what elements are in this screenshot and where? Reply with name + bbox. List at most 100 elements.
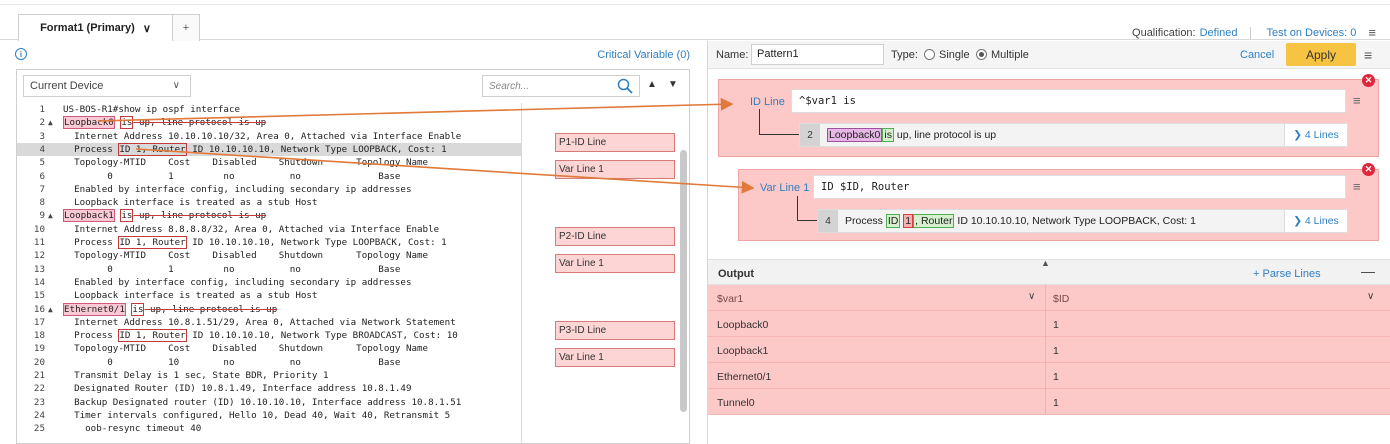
add-tab-button[interactable]: +	[173, 14, 200, 41]
line-text: Process ID 1, Router ID 10.10.10.10, Net…	[63, 142, 447, 156]
code-line: 21 Transmit Delay is 1 sec, State BDR, P…	[17, 369, 521, 382]
qualification-link[interactable]: Defined	[1199, 26, 1238, 39]
match-rest: up, line protocol is up	[893, 129, 997, 141]
line-number: 13	[33, 263, 45, 275]
pattern-name-input[interactable]: Pattern1	[751, 44, 884, 65]
line-number: 21	[33, 370, 45, 381]
highlight-literal: is	[120, 209, 134, 223]
line-text: Process ID 1, Router ID 10.10.10.10, Net…	[63, 236, 447, 249]
cell-id: 1	[1053, 345, 1059, 357]
cell-id: 1	[1053, 319, 1059, 331]
previous-match-icon[interactable]: ▲	[647, 79, 657, 90]
line-number: 1	[39, 104, 45, 115]
line-number: 19	[33, 343, 45, 355]
more-lines-label: 4 Lines	[1304, 129, 1339, 141]
line-number: 3	[39, 130, 45, 142]
var-line-expression-input[interactable]: ID $ID, Router	[813, 175, 1346, 199]
more-lines-button[interactable]: ❯ 4 Lines	[1284, 210, 1347, 232]
table-row[interactable]: Tunnel0 1	[708, 389, 1390, 415]
annotation-tag[interactable]: P1-ID Line	[555, 133, 675, 152]
code-line: 9▲Loopback1 is up, line protocol is up	[17, 209, 521, 223]
line-number: 25	[33, 423, 45, 435]
highlight-literal: is	[120, 116, 134, 130]
output-title: Output	[718, 268, 755, 280]
column-header-var1[interactable]: $var1	[717, 293, 744, 305]
more-lines-button[interactable]: ❯ 4 Lines	[1284, 124, 1347, 146]
annotation-tag[interactable]: Var Line 1	[555, 254, 675, 273]
cell-id: 1	[1053, 397, 1059, 409]
tab-format1-primary[interactable]: Format1 (Primary) ∨	[18, 14, 173, 41]
line-text: Process ID 1, Router ID 10.10.10.10, Net…	[63, 329, 458, 343]
annotation-tag[interactable]: P2-ID Line	[555, 227, 675, 246]
cell-var1: Tunnel0	[717, 397, 755, 409]
column-divider	[1045, 337, 1046, 363]
chevron-down-icon[interactable]: ∨	[1028, 291, 1036, 302]
annotation-tag[interactable]: Var Line 1	[555, 348, 675, 367]
search-input[interactable]: Search...	[482, 75, 640, 97]
id-line-expression-input[interactable]: ^$var1 is	[791, 89, 1346, 113]
next-match-icon[interactable]: ▼	[668, 79, 678, 90]
divider	[1249, 26, 1251, 39]
menu-icon[interactable]: ≡	[1353, 93, 1361, 108]
parse-lines-button[interactable]: + Parse Lines	[1253, 268, 1321, 280]
fold-icon[interactable]: ▲	[48, 211, 53, 221]
annotation-tag[interactable]: Var Line 1	[555, 160, 675, 179]
connector-line	[759, 109, 799, 135]
minimize-icon[interactable]: —	[1361, 263, 1375, 279]
matched-remainder: up, line protocol is up	[144, 303, 278, 315]
menu-icon[interactable]: ≡	[1368, 25, 1376, 40]
type-multiple-radio[interactable]	[976, 49, 987, 60]
test-on-devices-link[interactable]: Test on Devices: 0	[1266, 26, 1357, 39]
cancel-button[interactable]: Cancel	[1240, 49, 1275, 61]
line-number: 4	[39, 143, 45, 155]
line-text: Internet Address 10.8.1.51/29, Area 0, A…	[63, 316, 456, 328]
line-text: US-BOS-R1#show ip ospf interface	[63, 104, 241, 115]
line-number: 7	[39, 183, 45, 195]
code-line: 16▲Ethernet0/1 is up, line protocol is u…	[17, 302, 521, 316]
menu-icon[interactable]: ≡	[1364, 47, 1373, 63]
scrollbar[interactable]	[680, 150, 687, 412]
qualification-label: Qualification:	[1132, 26, 1196, 39]
close-icon[interactable]: ✕	[1362, 163, 1375, 176]
chevron-right-icon: ❯	[1293, 215, 1305, 227]
line-number: 17	[33, 316, 45, 328]
line-text: Loopback1 is up, line protocol is up	[63, 209, 267, 223]
apply-button[interactable]: Apply	[1286, 43, 1356, 66]
code-line: 7 Enabled by interface config, including…	[17, 183, 521, 196]
divider	[521, 103, 522, 443]
code-line: 19 Topology-MTID Cost Disabled Shutdown …	[17, 342, 521, 355]
tab-label: Format1 (Primary)	[40, 22, 135, 34]
column-header-id[interactable]: $ID	[1053, 293, 1070, 305]
id-line-label: ID Line	[750, 96, 785, 108]
chevron-down-icon[interactable]: ∨	[142, 22, 151, 35]
chevron-down-icon[interactable]: ∨	[1367, 291, 1375, 302]
device-select[interactable]: Current Device ∨	[23, 75, 191, 97]
code-line: 6 0 1 no no Base	[17, 170, 521, 183]
code-line: 14 Enabled by interface config, includin…	[17, 276, 521, 289]
column-divider	[1045, 285, 1046, 311]
matched-remainder: up, line protocol is up	[133, 210, 267, 222]
fold-icon[interactable]: ▲	[48, 304, 53, 314]
type-single-radio[interactable]	[924, 49, 935, 60]
code-line: 1 US-BOS-R1#show ip ospf interface	[17, 103, 521, 116]
line-text: 0 1 no no Base	[63, 170, 401, 182]
search-icon[interactable]	[617, 78, 633, 94]
info-icon[interactable]: i	[15, 48, 27, 60]
match-text: Process ID 1, Router ID 10.10.10.10, Net…	[845, 214, 1196, 228]
critical-variable-link[interactable]: Critical Variable (0)	[597, 49, 690, 61]
code-line: 4 Process ID 1, Router ID 10.10.10.10, N…	[17, 142, 521, 157]
name-label: Name:	[716, 49, 749, 61]
code-line: 24 Timer intervals configured, Hello 10,…	[17, 409, 521, 422]
close-icon[interactable]: ✕	[1362, 74, 1375, 87]
line-number: 15	[33, 290, 45, 302]
collapse-handle-icon[interactable]: ▲	[1041, 258, 1050, 268]
highlight-variable: Loopback1	[63, 209, 115, 223]
sample-text-panel: i Critical Variable (0) Current Device ∨…	[0, 41, 706, 444]
annotation-tag[interactable]: P3-ID Line	[555, 321, 675, 340]
menu-icon[interactable]: ≡	[1353, 179, 1361, 194]
fold-icon[interactable]: ▲	[48, 118, 53, 128]
